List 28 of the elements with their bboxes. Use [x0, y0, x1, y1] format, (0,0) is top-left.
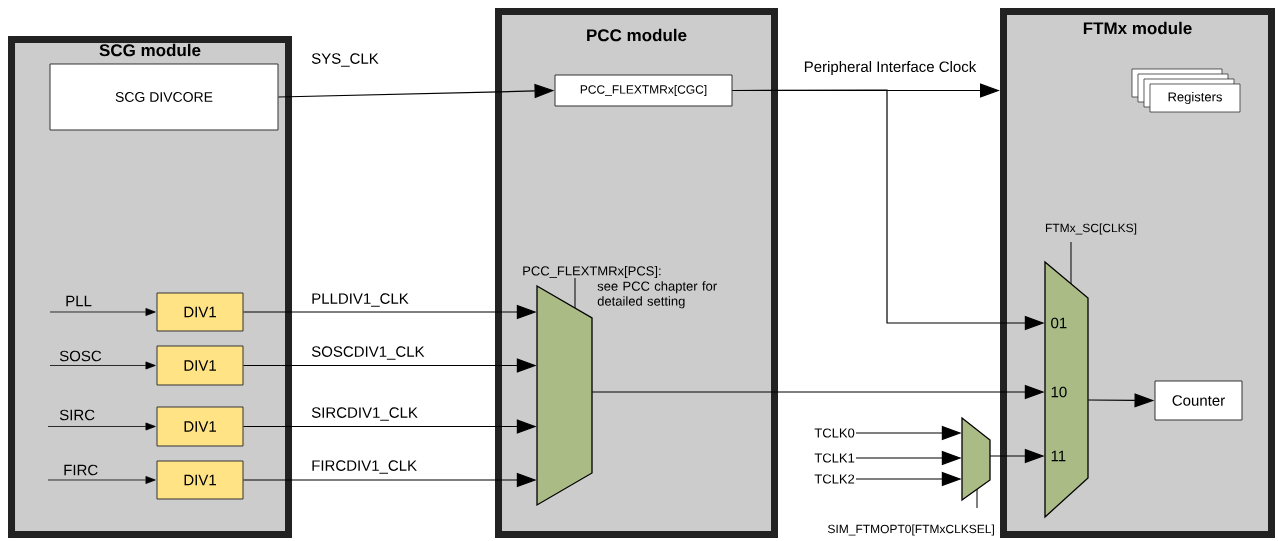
edge-label: SOSCDIV1_CLK: [311, 346, 425, 360]
register-stack: Registers: [1131, 68, 1241, 113]
block-box: PCC_FLEXTMRx[CGC]: [554, 74, 733, 107]
arrow: [49, 361, 156, 370]
select-label: PCC_FLEXTMRx[PCS]:: [523, 265, 661, 279]
arrow: [49, 308, 156, 316]
block-box: SCG DIVCORE: [49, 63, 279, 131]
arrow: [47, 476, 156, 484]
signal-label: TCLK1: [814, 453, 855, 463]
select-label: FTMx_SC[CLKS]: [1046, 223, 1137, 235]
input-label: 01: [1051, 317, 1067, 329]
edge-label: SIRC: [59, 409, 95, 421]
arrow: [47, 422, 156, 431]
edge-label: FIRC: [64, 464, 98, 476]
signal-label: TCLK2: [814, 474, 855, 484]
signal-label: TCLK0: [814, 428, 855, 438]
edge-label: SYS_CLK: [311, 53, 379, 67]
input-label: 11: [1051, 450, 1066, 462]
edge-label: PLL: [66, 295, 92, 307]
edge-label: Peripheral Interface Clock: [804, 61, 977, 75]
register-label: SIM_FTMOPT0[FTMxCLKSEL]: [826, 523, 996, 537]
block-box: Counter: [1154, 380, 1243, 421]
edge-label: PLLDIV1_CLK: [312, 293, 409, 307]
edge-label: SOSC: [59, 350, 102, 362]
select-label: see PCC chapter for detailed setting: [597, 281, 717, 309]
edge-label: FIRCDIV1_CLK: [312, 460, 417, 474]
input-label: 10: [1051, 386, 1067, 398]
edge-label: SIRCDIV1_CLK: [311, 407, 418, 421]
